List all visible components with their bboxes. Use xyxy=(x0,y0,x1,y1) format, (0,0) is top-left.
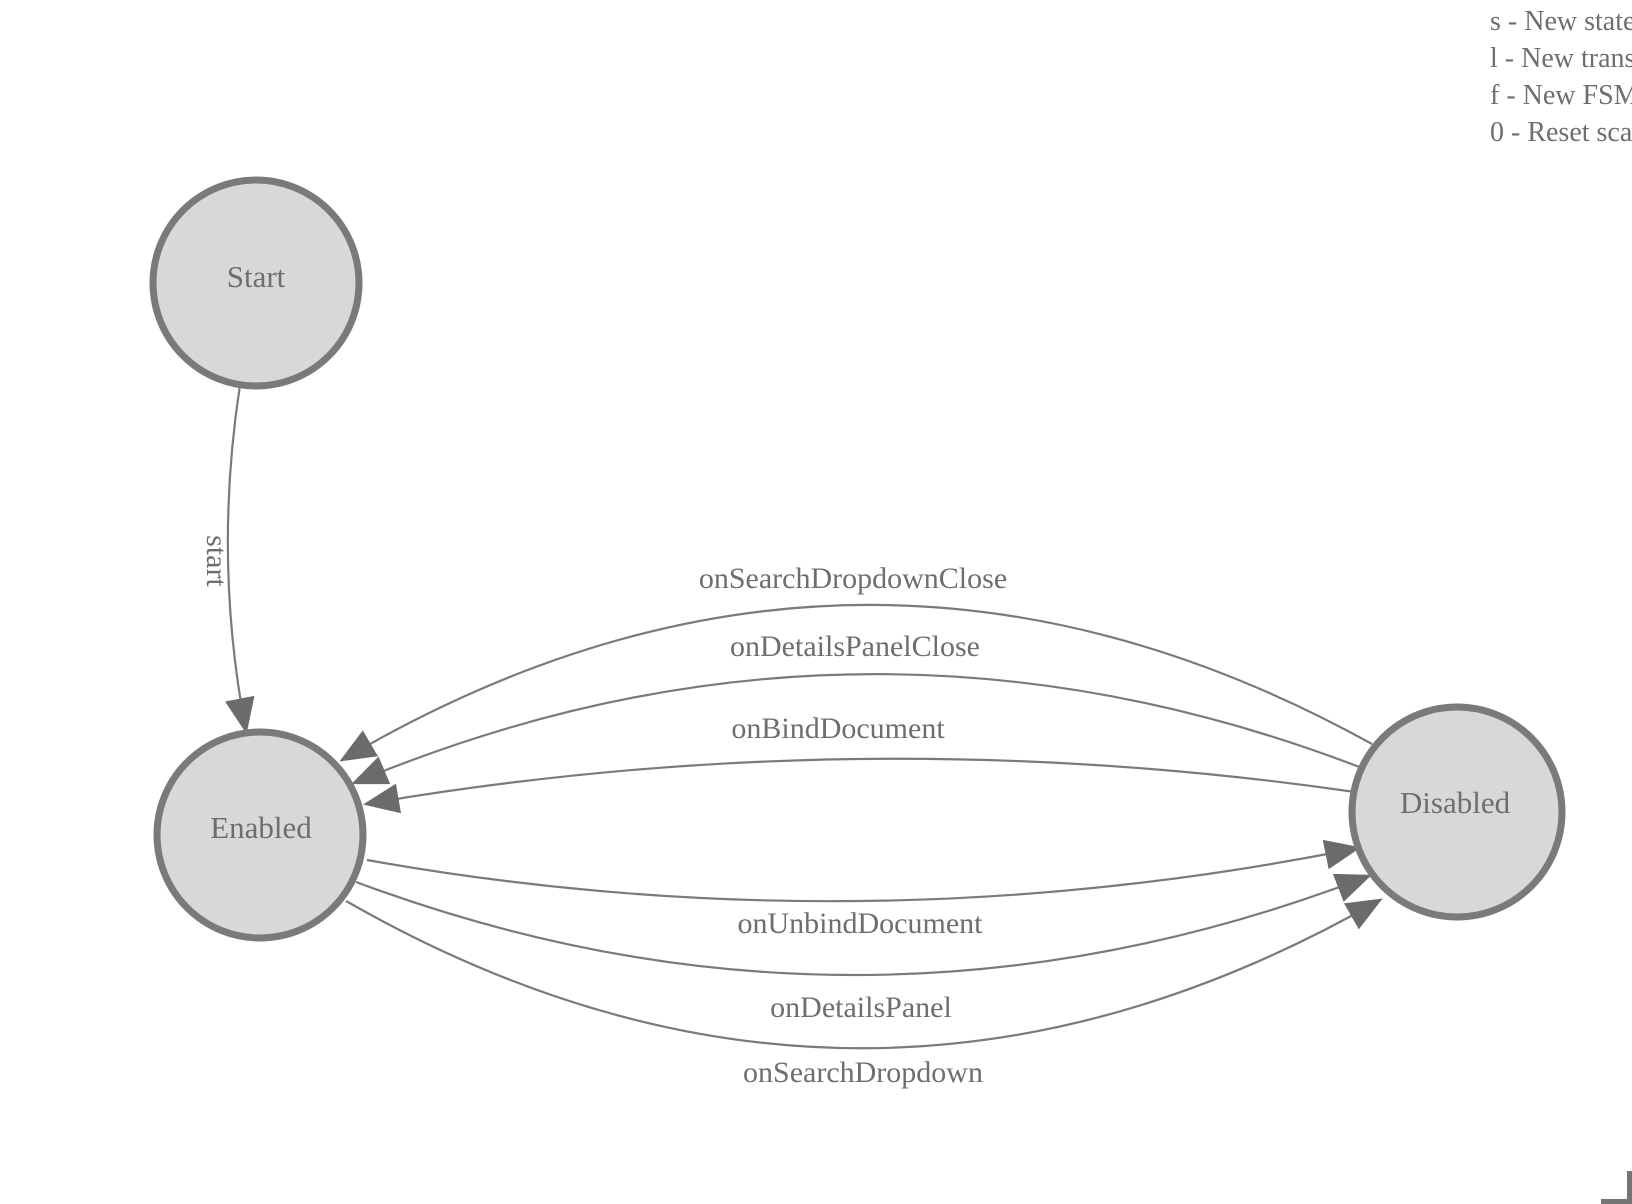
state-circle-enabled[interactable] xyxy=(153,728,367,942)
edge-label-start: start xyxy=(200,535,233,587)
state-label-enabled: Enabled xyxy=(210,810,312,845)
edge-label-onDetailsPanelClose: onDetailsPanelClose xyxy=(730,630,980,663)
state-label-start: Start xyxy=(227,259,286,294)
edge-start-to-enabled xyxy=(225,384,255,734)
legend-item-reset-scale: 0 - Reset scale xyxy=(1490,117,1632,148)
edge-label-onSearchDropdownClose: onSearchDropdownClose xyxy=(699,562,1007,595)
edge-label-onSearchDropdown: onSearchDropdown xyxy=(743,1056,983,1089)
state-label-disabled: Disabled xyxy=(1400,785,1511,820)
state-node-start[interactable]: Start xyxy=(149,176,363,390)
state-circle-disabled[interactable] xyxy=(1348,703,1566,921)
canvas-corner-mark xyxy=(1601,1171,1632,1204)
edge-enabled-to-disabled-onSearchDropdown xyxy=(345,898,1383,1050)
state-node-enabled[interactable]: Enabled xyxy=(153,728,367,942)
state-circle-start[interactable] xyxy=(149,176,363,390)
legend-item-new-state: s - New state xyxy=(1490,6,1632,37)
shortcut-legend: s - New state l - New transition f - New… xyxy=(1490,3,1632,151)
edge-enabled-to-disabled-onUnbindDocument xyxy=(366,839,1361,903)
edge-disabled-to-enabled-onDetailsPanelClose xyxy=(351,673,1363,785)
edge-enabled-to-disabled-onDetailsPanel xyxy=(355,873,1372,977)
edge-disabled-to-enabled-onSearchDropdownClose xyxy=(339,603,1373,762)
edge-disabled-to-enabled-onBindDocument xyxy=(363,757,1356,814)
edge-label-onBindDocument: onBindDocument xyxy=(731,712,945,745)
edge-label-onDetailsPanel: onDetailsPanel xyxy=(770,991,952,1024)
edge-label-onUnbindDocument: onUnbindDocument xyxy=(738,907,984,940)
state-node-disabled[interactable]: Disabled xyxy=(1348,703,1566,921)
legend-item-new-transition: l - New transition xyxy=(1490,43,1632,74)
legend-item-new-fsm: f - New FSM xyxy=(1490,80,1632,111)
